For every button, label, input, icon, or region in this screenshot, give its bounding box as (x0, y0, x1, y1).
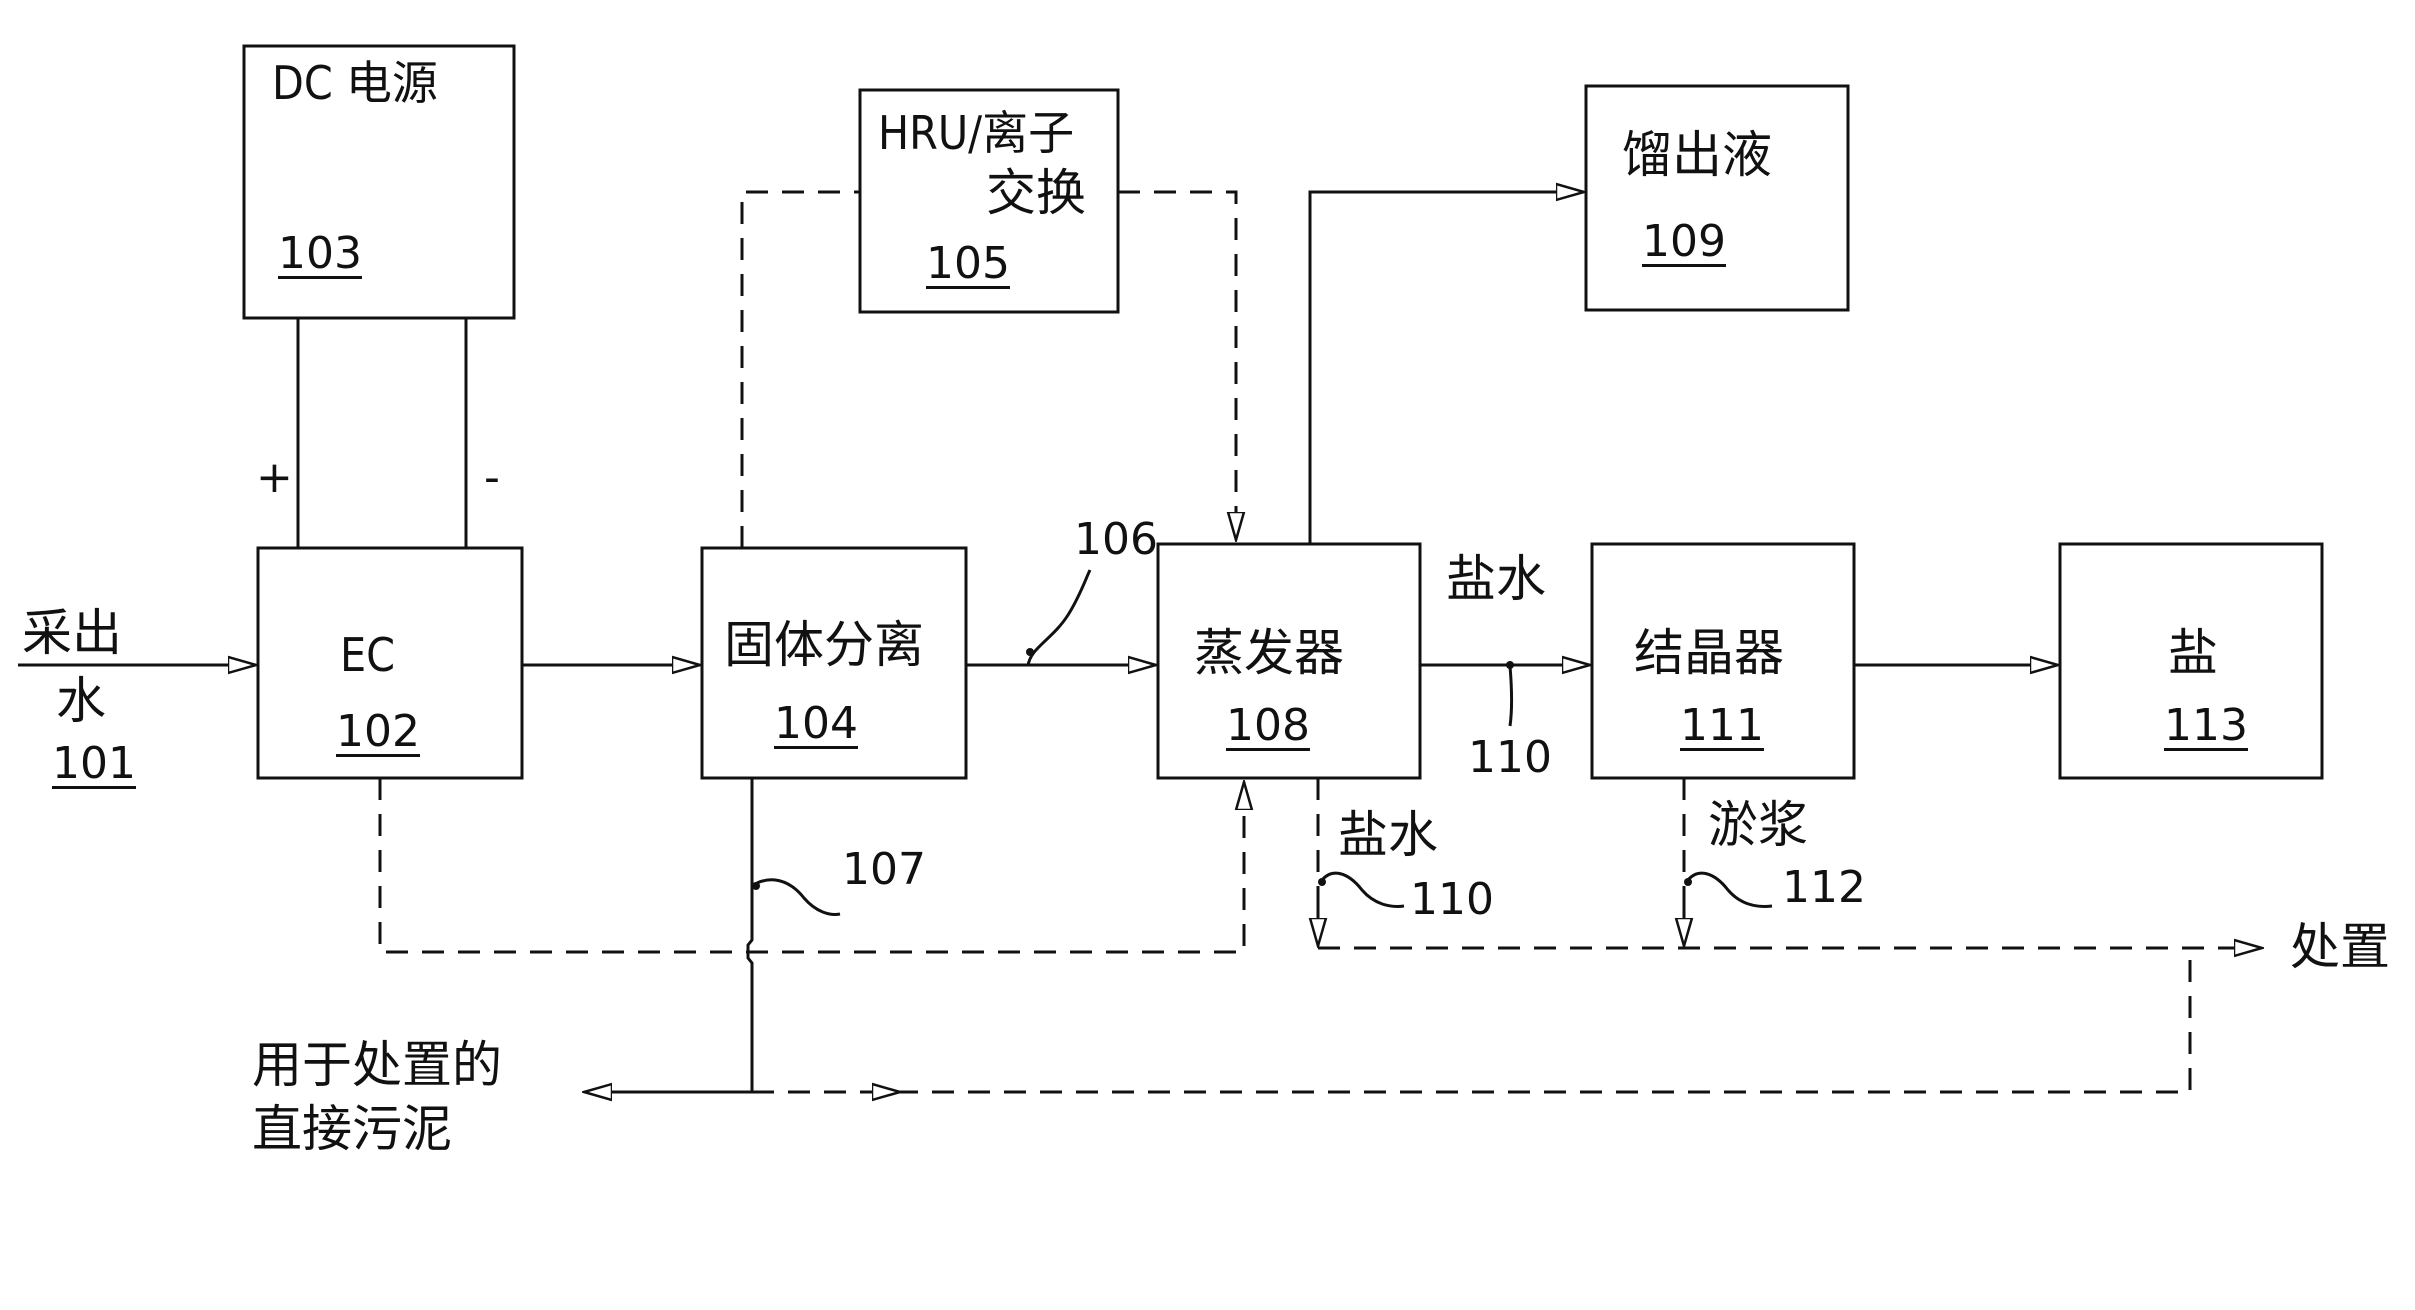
brine-label-top: 盐水 (1446, 550, 1546, 608)
produced-water-ref: 101 (52, 738, 136, 789)
leader-dot-110-top (1506, 661, 1514, 669)
produced-water-label-2: 水 (56, 672, 106, 730)
sludge-to-disposal-dashed (752, 948, 2192, 1094)
distillate-title: 馏出液 (1622, 126, 1772, 184)
separation-to-hru-dashed (740, 190, 860, 548)
leader-112 (1686, 871, 1773, 908)
distillate-box (1584, 84, 1850, 312)
ec-sludge-recycle-dashed (378, 778, 1244, 954)
solid-separation-box (700, 546, 968, 780)
salt-box (2058, 542, 2324, 780)
solid-separation-title: 固体分离 (724, 616, 924, 674)
crystallizer-ref: 111 (1680, 700, 1764, 751)
solid-separation-ref: 104 (774, 698, 858, 749)
ref-106-label: 106 (1074, 514, 1158, 565)
separation-sludge-line (746, 778, 754, 1092)
brine-label-bottom: 盐水 (1338, 806, 1438, 864)
ec-ref: 102 (336, 706, 420, 757)
disposal-label: 处置 (2290, 918, 2390, 976)
evaporator-ref: 108 (1226, 700, 1310, 751)
leader-107 (751, 878, 841, 916)
ref-112-label: 112 (1782, 862, 1866, 913)
hru-to-evaporator-dashed (1118, 190, 1236, 540)
evaporator-to-distillate-arrow (1308, 192, 1584, 544)
slurry-label: 淤浆 (1708, 796, 1808, 854)
plus-label: + (256, 452, 293, 503)
ref-110-bottom-label: 110 (1410, 874, 1494, 925)
hru-box (858, 88, 1120, 314)
ec-box (256, 546, 524, 780)
produced-water-label: 采出 (22, 604, 122, 662)
hru-title-line1: HRU/离子 (878, 106, 1075, 160)
ec-title: EC (340, 628, 396, 682)
evaporator-title: 蒸发器 (1194, 624, 1344, 682)
salt-ref: 113 (2164, 700, 2248, 751)
leader-dot-112 (1684, 878, 1692, 886)
crystallizer-title: 结晶器 (1634, 624, 1784, 682)
hru-ref: 105 (926, 238, 1010, 289)
hru-title-line2: 交换 (986, 164, 1086, 222)
minus-label: - (484, 452, 500, 503)
dc-power-box (242, 44, 516, 320)
leader-106 (1026, 569, 1092, 667)
leader-110-top (1508, 665, 1513, 727)
crystallizer-box (1590, 542, 1856, 780)
leader-dot-110-bottom (1318, 878, 1326, 886)
salt-title: 盐 (2168, 624, 2218, 682)
evaporator-box (1156, 542, 1422, 780)
leader-dot-106 (1026, 648, 1034, 656)
sludge-disposal-label-line2: 直接污泥 (252, 1100, 452, 1158)
dc-power-ref: 103 (278, 228, 362, 279)
leader-110-bottom (1320, 871, 1405, 908)
leader-dot-107 (752, 882, 760, 890)
ref-107-label: 107 (842, 844, 926, 895)
dc-power-title: DC 电源 (272, 56, 438, 110)
ref-110-top-label: 110 (1468, 732, 1552, 783)
distillate-ref: 109 (1642, 216, 1726, 267)
sludge-disposal-label-line1: 用于处置的 (252, 1036, 502, 1094)
